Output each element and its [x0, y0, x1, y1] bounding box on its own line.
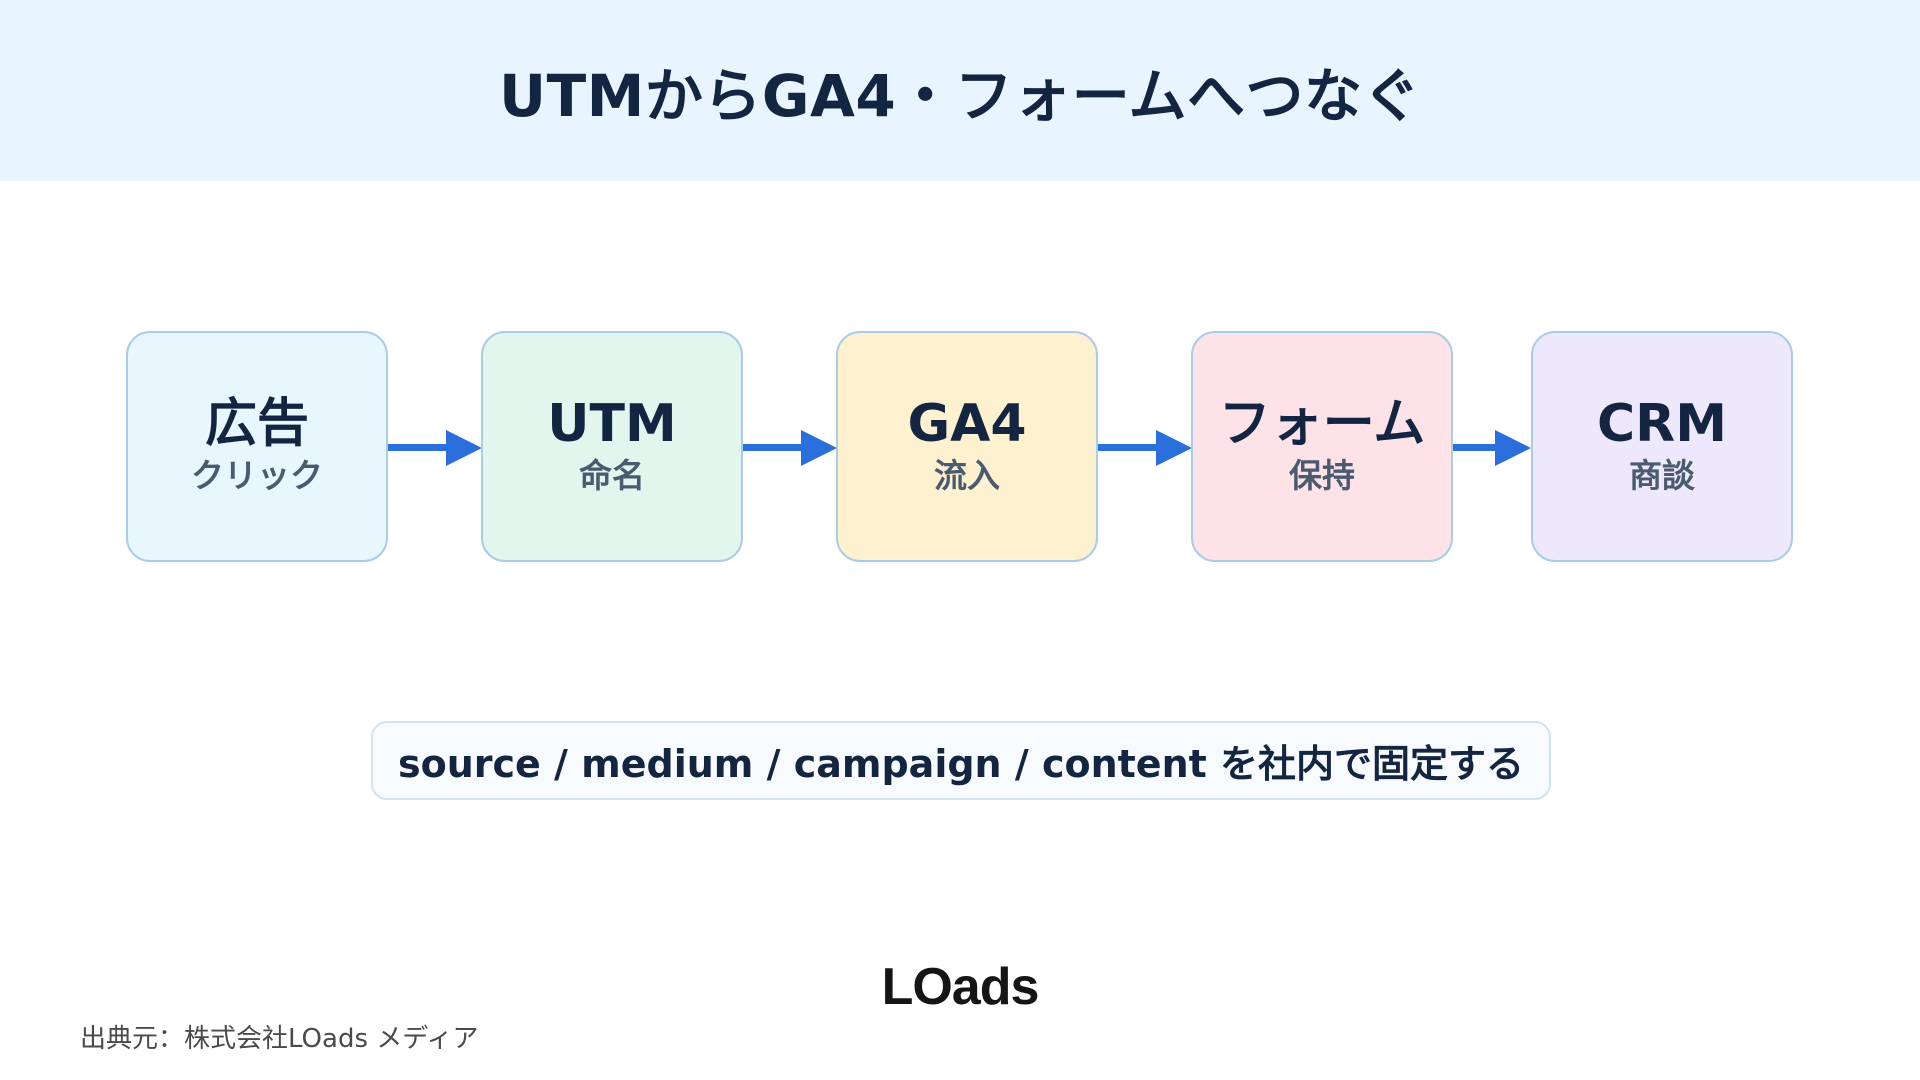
- brand-logo: LOads: [860, 954, 1060, 1020]
- arrow-right-icon: [388, 429, 482, 467]
- flow-step-subtitle: クリック: [191, 456, 323, 496]
- source-credit: 出典元：株式会社LOads メディア: [80, 1024, 479, 1054]
- arrow-right-icon: [743, 429, 837, 467]
- flow-step-subtitle: 保持: [1289, 456, 1355, 496]
- flow-step-form: フォーム 保持: [1191, 331, 1453, 562]
- flow-step-subtitle: 命名: [579, 456, 645, 496]
- arrow-right-icon: [1453, 429, 1531, 467]
- flow-step-ad: 広告 クリック: [126, 331, 388, 562]
- title-banner: UTMからGA4・フォームへつなぐ: [0, 0, 1920, 181]
- flow-step-crm: CRM 商談: [1531, 331, 1793, 562]
- flow-step-title: CRM: [1597, 394, 1727, 455]
- parameter-note-text: source / medium / campaign / content を社内…: [397, 742, 1525, 786]
- flow-step-title: UTM: [547, 394, 677, 455]
- flow-step-ga4: GA4 流入: [836, 331, 1098, 562]
- parameter-note: source / medium / campaign / content を社内…: [371, 721, 1551, 800]
- flow-step-subtitle: 商談: [1629, 456, 1695, 496]
- brand-logo-text: LOads: [881, 958, 1040, 1016]
- flow-step-title: GA4: [907, 394, 1027, 455]
- arrow-right-icon: [1098, 429, 1192, 467]
- flow-step-utm: UTM 命名: [481, 331, 743, 562]
- flow-step-title: フォーム: [1218, 394, 1426, 455]
- page-title: UTMからGA4・フォームへつなぐ: [499, 61, 1421, 130]
- flow-step-title: 広告: [204, 394, 309, 455]
- flow-step-subtitle: 流入: [934, 456, 1000, 496]
